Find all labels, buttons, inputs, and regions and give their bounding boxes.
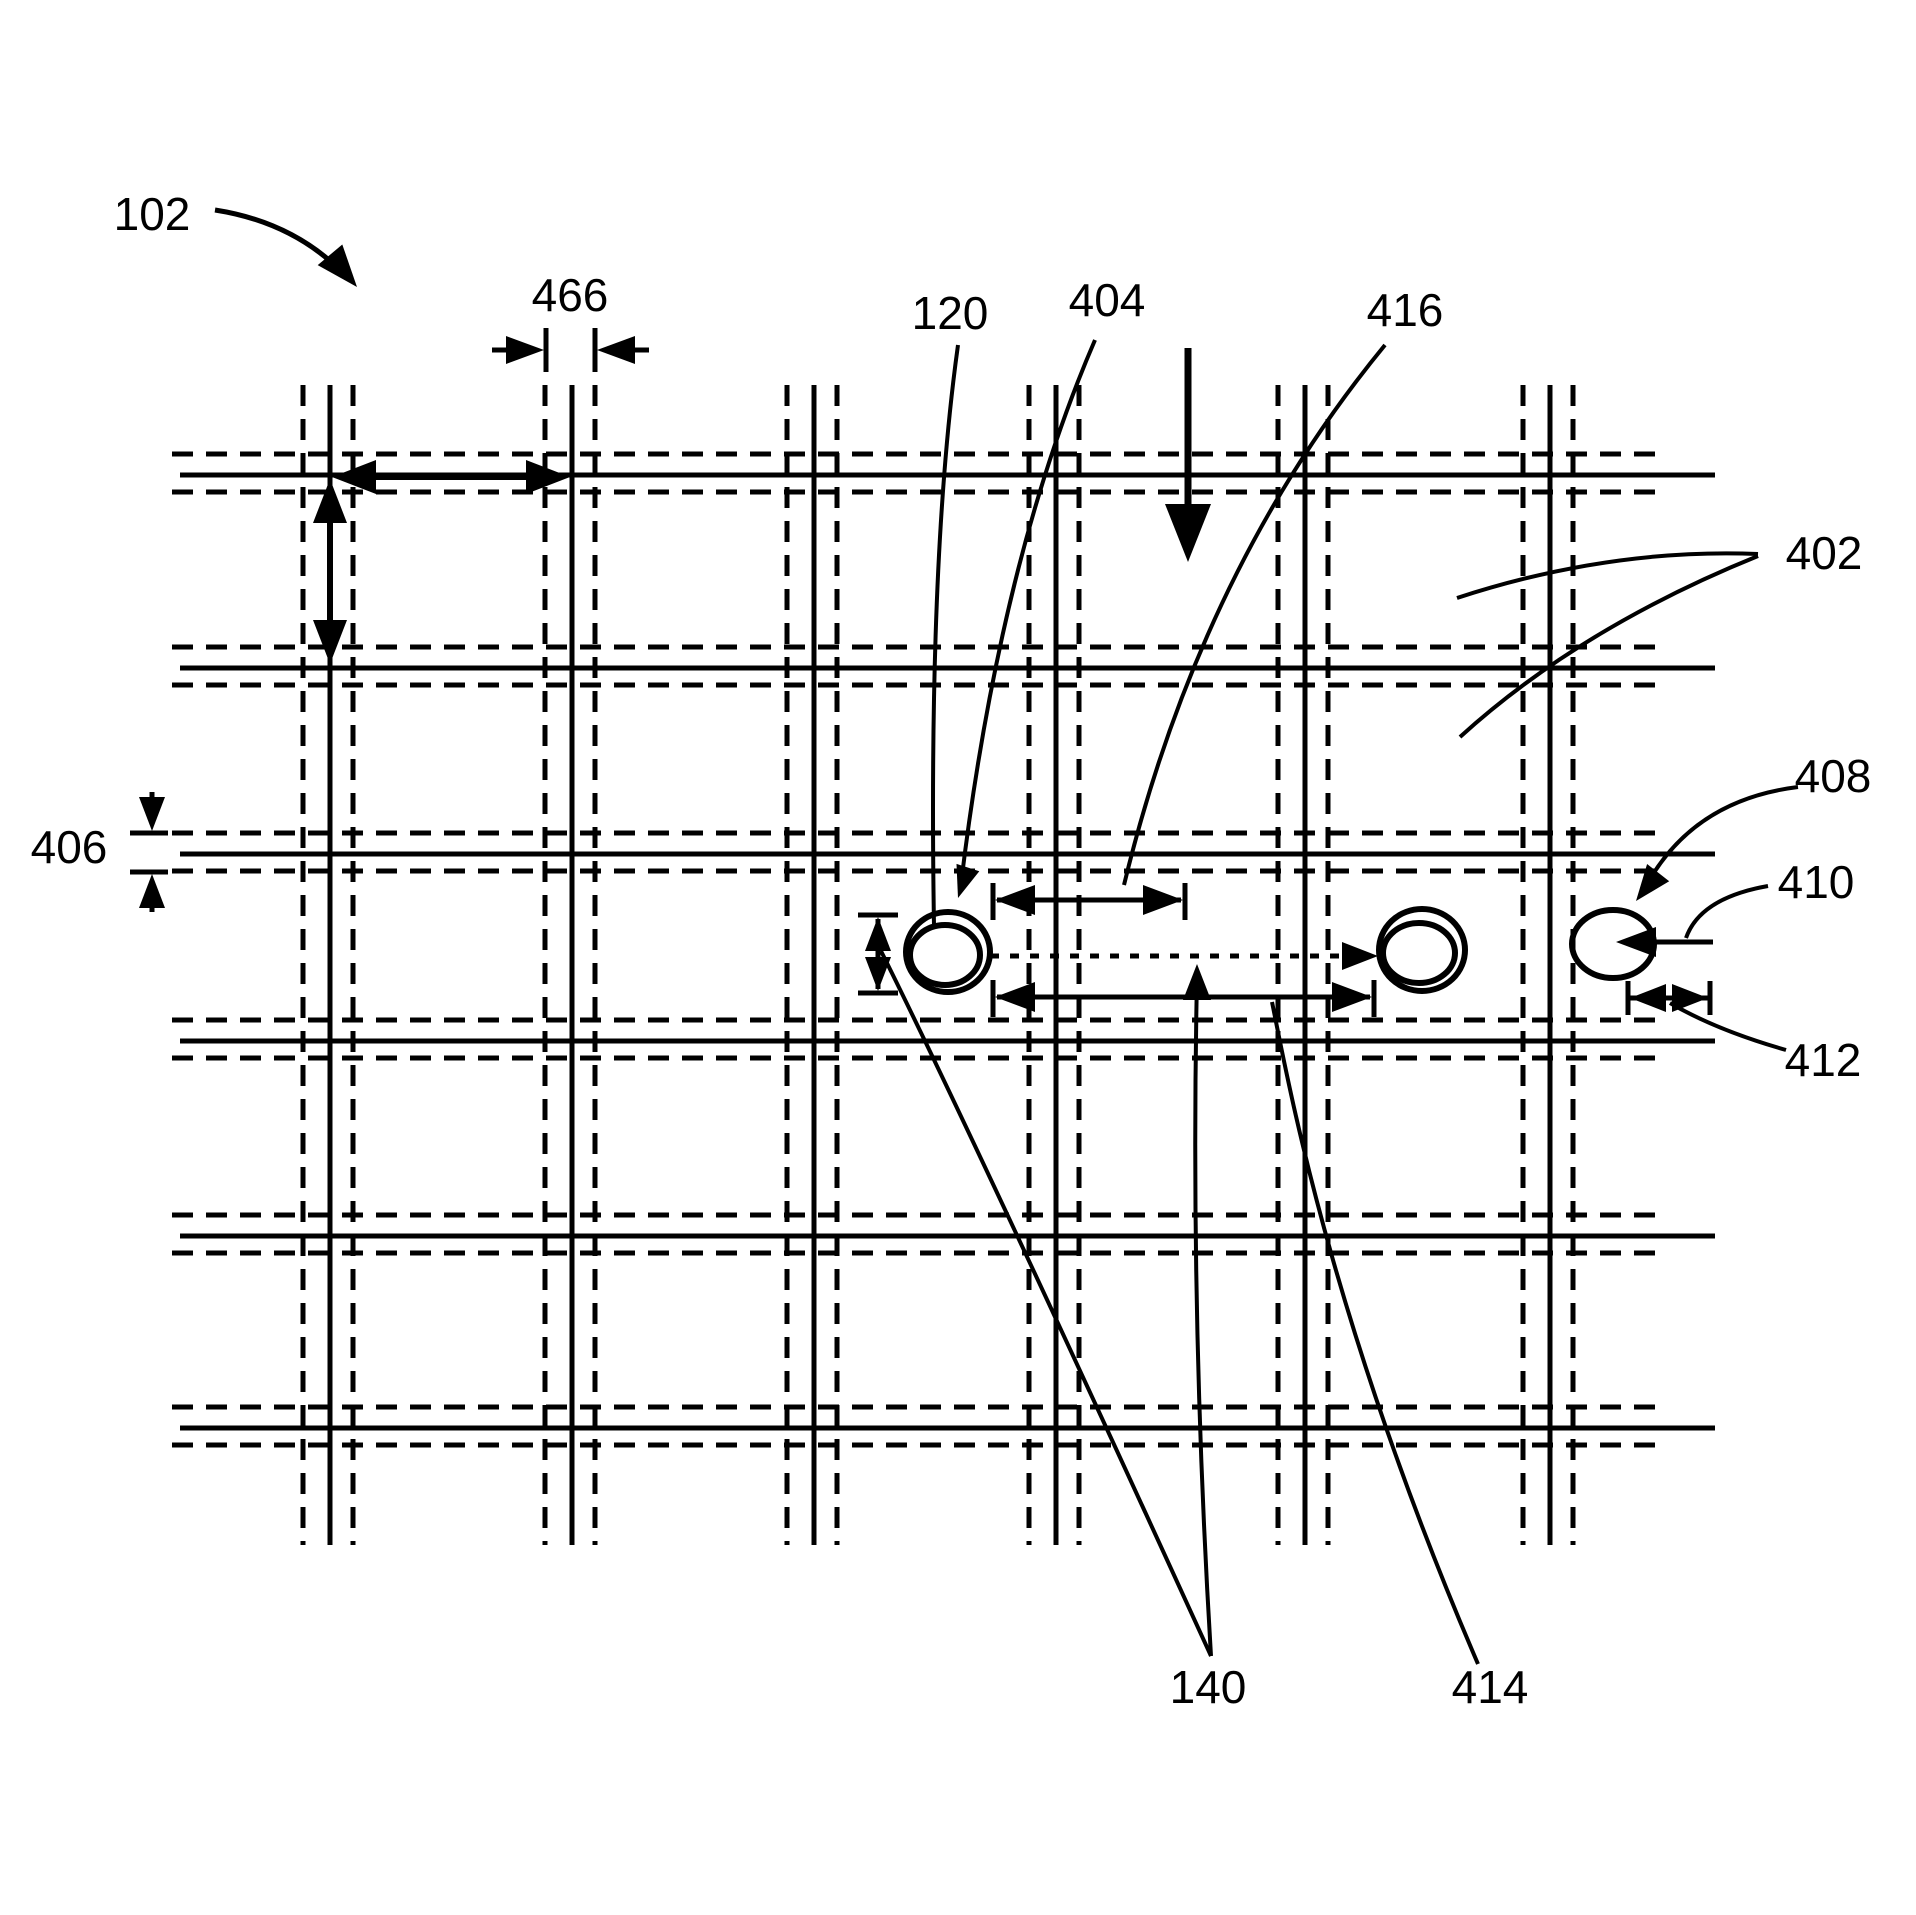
arrowheads	[139, 244, 1708, 1012]
dia-up-arrowhead-icon	[865, 917, 891, 951]
leader140-up-arrowhead-icon	[1183, 964, 1211, 1000]
via-3-single-ring	[1569, 907, 1657, 981]
pitch-h-left-arrowhead-icon	[332, 460, 376, 494]
label-414: 414	[1452, 1661, 1529, 1713]
label-406: 406	[31, 821, 108, 873]
label-466: 466	[532, 269, 609, 321]
leader-lines	[214, 207, 1799, 1665]
dim414-left-arrowhead-icon	[995, 982, 1035, 1012]
dim406-up-arrowhead-icon	[139, 874, 165, 908]
dim466-right-arrowhead-icon	[597, 336, 635, 364]
dim406-down-arrowhead-icon	[139, 797, 165, 831]
leader-402-lower	[1458, 554, 1759, 739]
via-2-double	[1376, 906, 1468, 994]
pitch-v-down-arrowhead-icon	[313, 620, 347, 664]
pitch-h-right-arrowhead-icon	[526, 460, 570, 494]
leader408-tip-arrowhead-icon	[1636, 864, 1670, 901]
dim414-right-arrowhead-icon	[1332, 982, 1372, 1012]
label-402: 402	[1786, 527, 1863, 579]
via-3-single	[1569, 907, 1657, 981]
leader-402-upper	[1456, 551, 1759, 600]
label-120: 120	[912, 287, 989, 339]
leader-140-left	[879, 950, 1213, 1657]
arrow410-tip-arrowhead-icon	[1616, 927, 1656, 957]
label-102: 102	[114, 188, 191, 240]
leader-412	[1668, 1001, 1787, 1052]
via-1-double-ring	[903, 909, 993, 995]
leader-416	[1122, 343, 1387, 886]
leader102-tip-arrowhead-icon	[317, 244, 357, 287]
leader-140-right	[1193, 977, 1213, 1657]
leader-404	[959, 339, 1097, 885]
leader-410	[1684, 884, 1769, 939]
leader-120	[931, 344, 960, 927]
label-410: 410	[1778, 856, 1855, 908]
dim466-left-arrowhead-icon	[506, 336, 544, 364]
pitch-v-up-arrowhead-icon	[313, 479, 347, 523]
mesh-grid-columns	[300, 385, 1576, 1545]
input-down-arrowhead-icon	[1165, 504, 1211, 562]
via-1-double	[903, 909, 993, 995]
label-404: 404	[1069, 274, 1146, 326]
via-2-double-ring	[1376, 906, 1468, 994]
dim412-left-arrowhead-icon	[1630, 984, 1666, 1012]
leader404-tip-arrowhead-icon	[956, 863, 980, 898]
reference-labels: 102 466 120 404 416 402 406 408 410 412 140 414	[31, 188, 1872, 1713]
label-412: 412	[1785, 1034, 1862, 1086]
label-408: 408	[1795, 750, 1872, 802]
via-2-double-ring	[1380, 920, 1458, 986]
mesh-grid-rows	[172, 451, 1715, 1448]
via-1-double-ring	[907, 922, 983, 988]
dim416-left-arrowhead-icon	[995, 885, 1035, 915]
sensor-vias	[903, 906, 1657, 995]
dim416-right-arrowhead-icon	[1143, 885, 1183, 915]
dim412-right-arrowhead-icon	[1672, 984, 1708, 1012]
dia-down-arrowhead-icon	[865, 957, 891, 991]
leader-408	[1644, 785, 1799, 887]
label-416: 416	[1367, 284, 1444, 336]
leader-414	[1270, 1001, 1480, 1665]
jumper-tip-arrowhead-icon	[1342, 942, 1378, 970]
label-140: 140	[1170, 1661, 1247, 1713]
